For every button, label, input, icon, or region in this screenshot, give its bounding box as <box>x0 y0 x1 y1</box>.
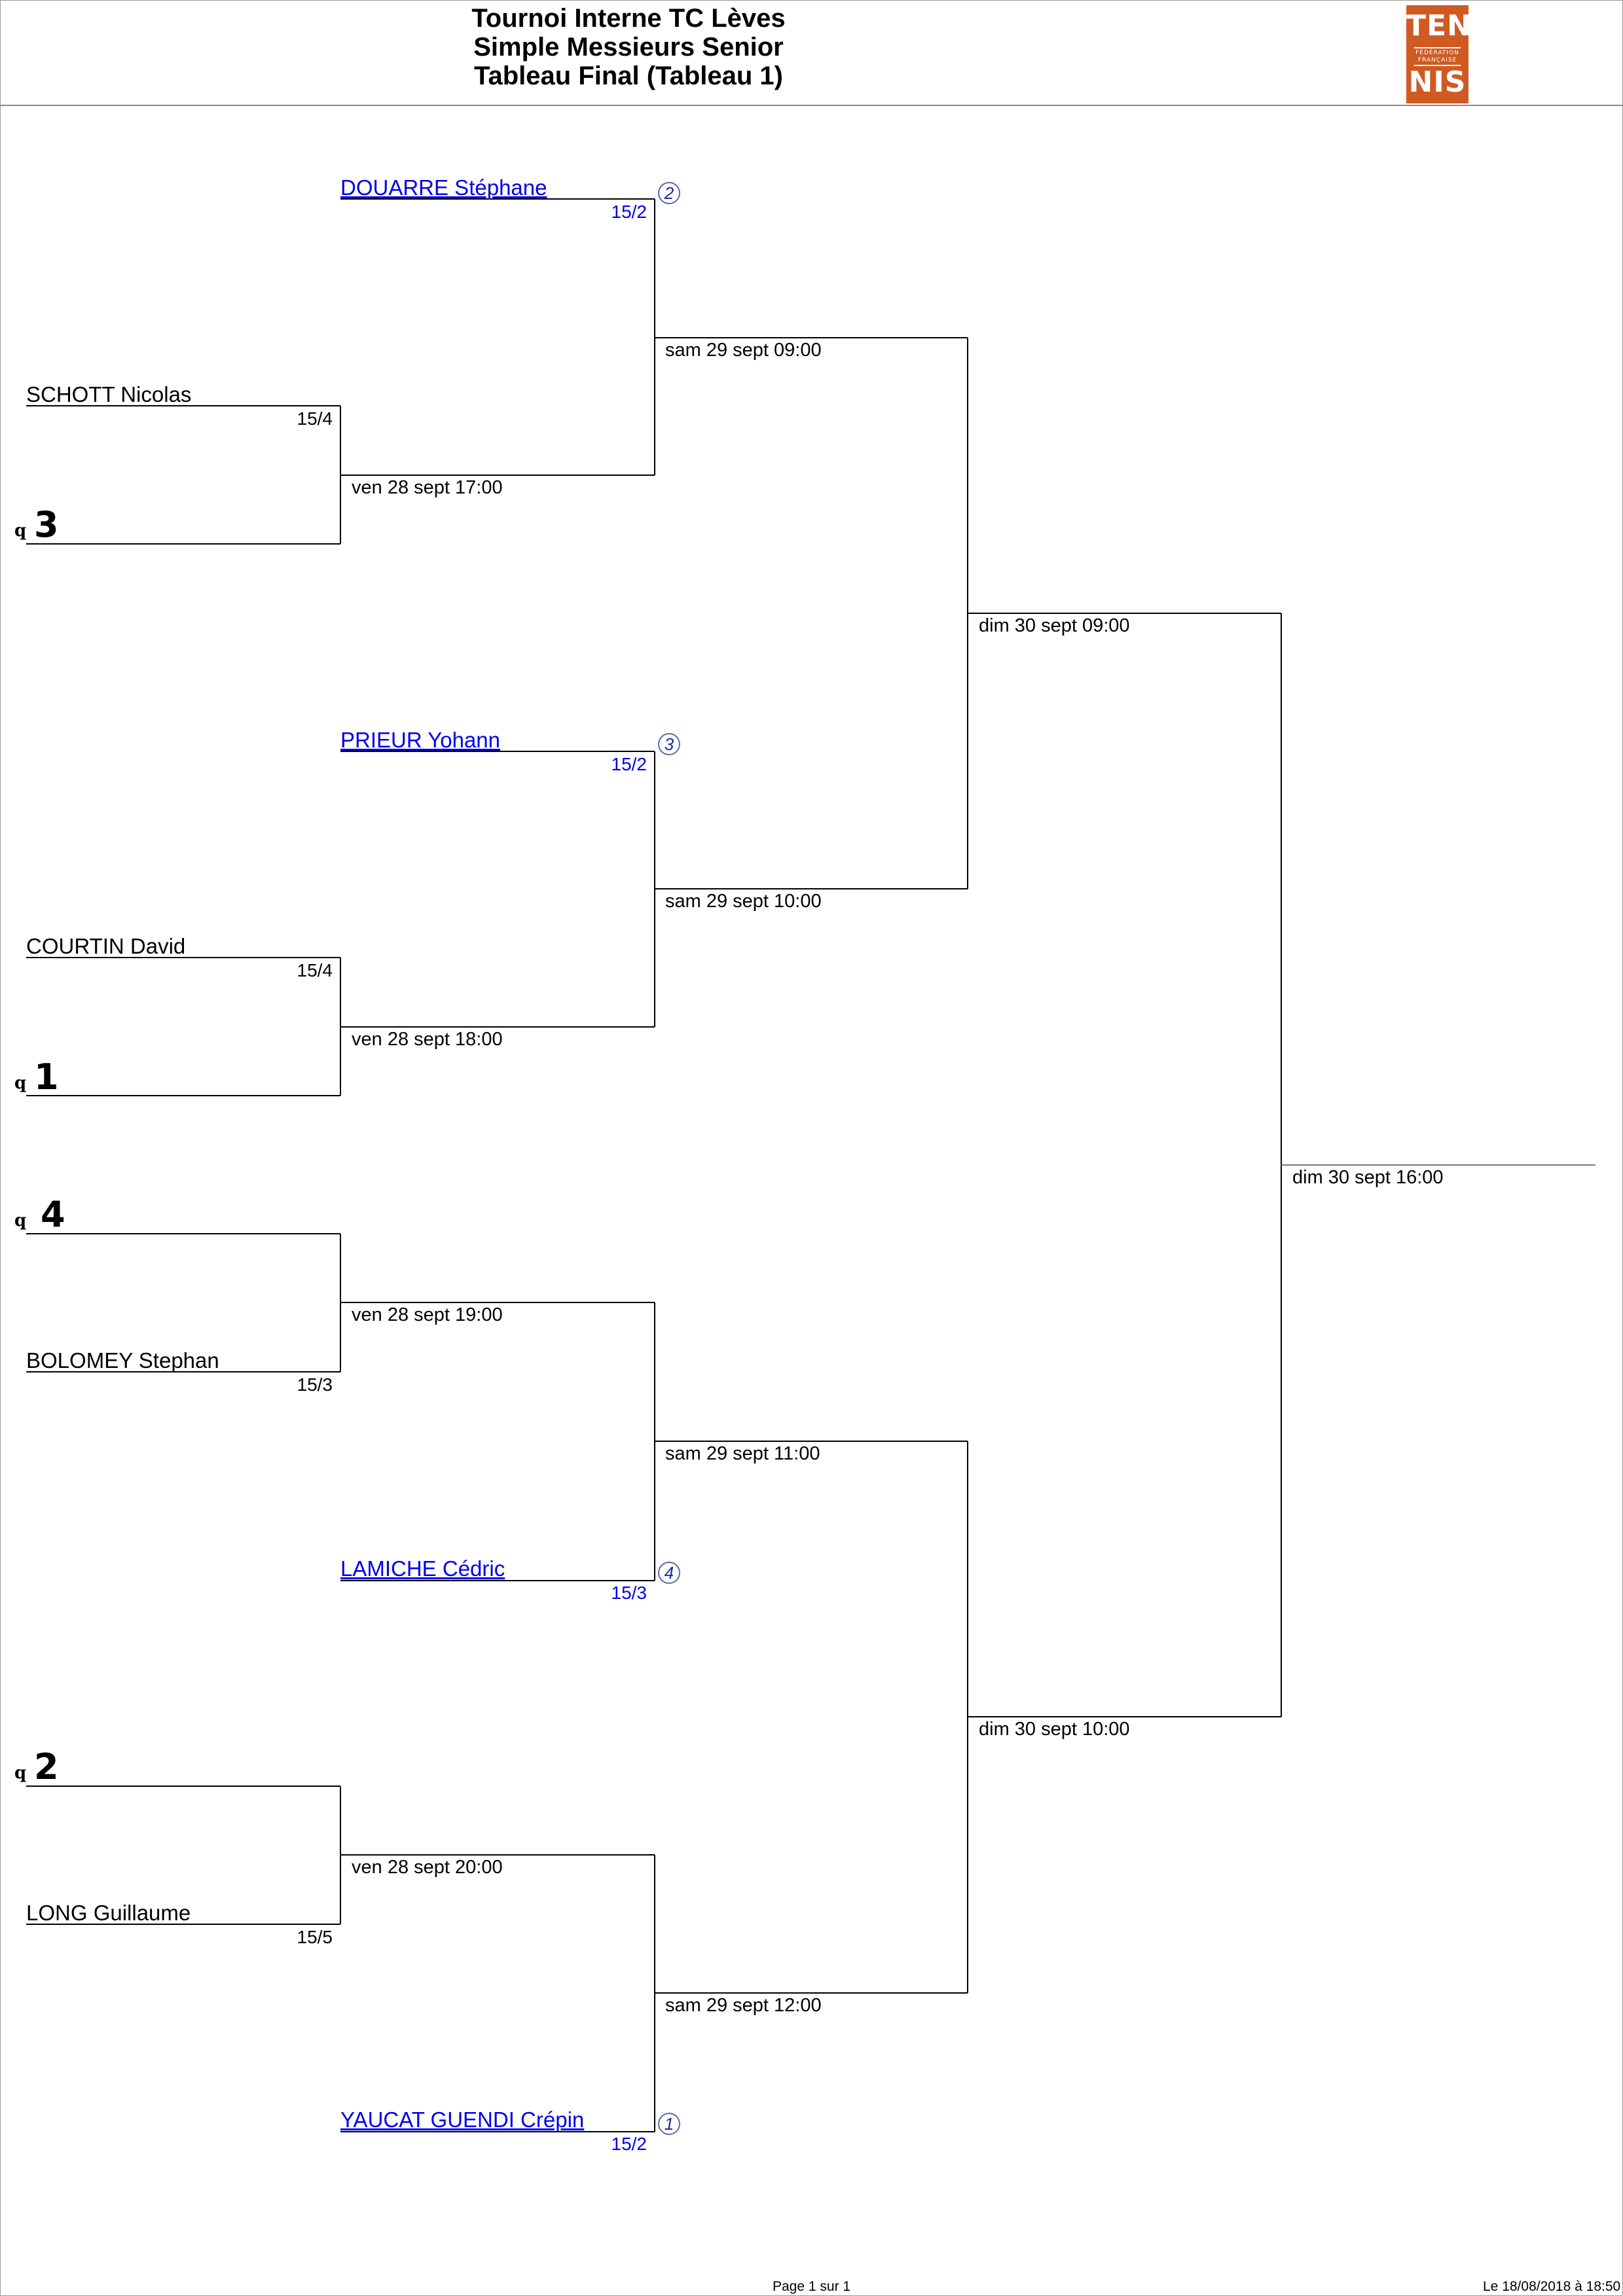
seed-number-badge: 2 <box>658 182 680 204</box>
match-schedule: sam 29 sept 11:00 <box>665 1443 820 1464</box>
fft-tennis-logo: TEN FÉDÉRATION FRANÇAISE NIS <box>1406 5 1471 103</box>
match-schedule: ven 28 sept 18:00 <box>352 1029 503 1050</box>
player-name[interactable]: LAMICHE Cédric <box>340 1556 505 1581</box>
match-schedule: sam 29 sept 10:00 <box>665 891 822 912</box>
draw-title: Tableau Final (Tableau 1) <box>474 62 783 90</box>
qualifier-label: q <box>14 1073 27 1093</box>
player-ranking: 15/3 <box>297 1374 333 1395</box>
player-name[interactable]: YAUCAT GUENDI Crépin <box>340 2108 585 2132</box>
match-schedule: ven 28 sept 19:00 <box>352 1304 503 1325</box>
match-schedule: dim 30 sept 10:00 <box>979 1719 1130 1740</box>
qualifier-number: 3 <box>34 504 59 545</box>
qualifier-label: q <box>14 1763 27 1783</box>
seed-number-badge: 1 <box>658 2113 680 2135</box>
final-schedule: dim 30 sept 16:00 <box>1292 1167 1444 1188</box>
qualifier-label: q <box>14 1211 27 1230</box>
header-divider <box>0 105 1623 106</box>
match-schedule: sam 29 sept 12:00 <box>665 1995 822 2016</box>
player-name[interactable]: DOUARRE Stéphane <box>340 175 547 200</box>
page-number: Page 1 sur 1 <box>773 2279 851 2294</box>
tournament-title: Tournoi Interne TC Lèves <box>471 4 786 33</box>
category-title: Simple Messieurs Senior <box>473 33 784 62</box>
player-name: BOLOMEY Stephan <box>26 1348 219 1372</box>
player-name: LONG Guillaume <box>26 1901 191 1925</box>
seed-number-badge: 3 <box>658 733 680 755</box>
match-schedule: sam 29 sept 09:00 <box>665 340 822 361</box>
player-ranking: 15/5 <box>297 1927 333 1947</box>
qualifier-number: 1 <box>34 1056 59 1098</box>
player-ranking: 15/2 <box>611 2134 647 2154</box>
print-date: Le 18/08/2018 à 18:50 <box>1483 2279 1621 2294</box>
seed-number-badge: 4 <box>658 1562 680 1584</box>
qualifier-label: q <box>14 521 27 541</box>
player-ranking: 15/4 <box>297 408 333 429</box>
player-name: SCHOTT Nicolas <box>26 382 192 406</box>
match-schedule: dim 30 sept 09:00 <box>979 615 1130 636</box>
player-name: COURTIN David <box>26 934 186 958</box>
qualifier-number: 4 <box>41 1194 65 1235</box>
match-schedule: ven 28 sept 17:00 <box>352 477 503 498</box>
player-ranking: 15/4 <box>297 960 333 980</box>
match-schedule: ven 28 sept 20:00 <box>352 1857 503 1878</box>
player-ranking: 15/3 <box>611 1583 647 1603</box>
player-ranking: 15/2 <box>611 202 647 222</box>
player-name[interactable]: PRIEUR Yohann <box>340 728 501 752</box>
qualifier-number: 2 <box>34 1746 59 1787</box>
player-ranking: 15/2 <box>611 754 647 774</box>
